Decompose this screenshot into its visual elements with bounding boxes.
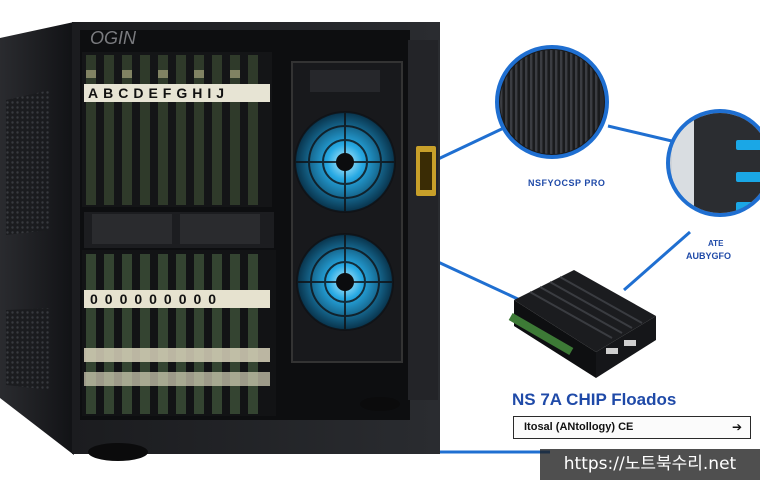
lower-memory-modules: 000000000 — [82, 250, 276, 416]
case-foot — [360, 397, 400, 411]
upper-memory-modules: ABCDEFGHIJ — [82, 52, 274, 248]
caption-bar-text: Itosal (ANtollogy) CE — [524, 421, 634, 433]
case-foot — [88, 443, 148, 461]
callout-heatsink-zoom — [495, 45, 609, 159]
arrow-icon: ➔ — [731, 420, 742, 434]
ram-label-row: 000000000 — [90, 291, 223, 307]
watermark: https://노트북수리.net — [540, 449, 760, 480]
case-side-panel — [0, 22, 74, 455]
callout-label-ports-top: ATE — [708, 239, 724, 248]
product-headline: NS 7A CHIP Floados — [512, 390, 677, 409]
callout-label-ports: AUBYGFO — [686, 251, 731, 261]
caption-bar: Itosal (ANtollogy) CE ➔ — [513, 416, 751, 439]
mini-pc-module — [508, 270, 656, 378]
fan-assembly — [291, 61, 403, 363]
callout-ports-zoom — [666, 109, 760, 217]
callout-label-heatsink: NSFYOCSP PRO — [528, 178, 606, 188]
case-logo: OGIN — [90, 28, 137, 48]
module-label-row: ABCDEFGHIJ — [88, 85, 229, 101]
